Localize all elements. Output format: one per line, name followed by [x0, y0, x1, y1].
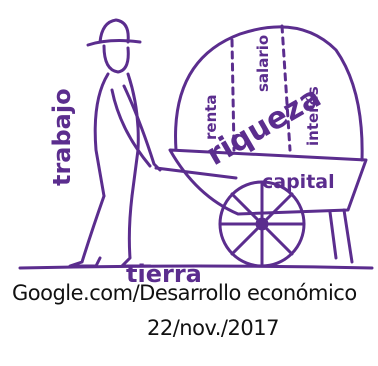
wheelbarrow-handle [154, 166, 238, 180]
farmer-arm [122, 84, 162, 172]
wheelbarrow-tub [168, 148, 368, 216]
ground-line [18, 264, 374, 270]
farmer-legs [68, 194, 152, 268]
label-interest: interés [304, 86, 322, 146]
label-capital: capital [262, 171, 335, 193]
label-work: trabajo [48, 88, 76, 186]
source-caption: Google.com/Desarrollo económico [12, 281, 357, 305]
load-divider [230, 24, 292, 152]
farmer-body [93, 72, 140, 198]
label-rent: renta [202, 94, 220, 140]
farmer-hat [86, 18, 142, 47]
wheelbarrow-illustration: trabajo tierra riqueza capital renta sal… [18, 18, 374, 288]
farmer-arm-back [110, 88, 152, 168]
farmer-head [102, 44, 130, 74]
label-land: tierra [126, 260, 202, 288]
date-caption: 22/nov./2017 [147, 316, 279, 340]
wheel-hub [255, 217, 269, 231]
label-salary: salario [254, 35, 272, 92]
wheelbarrow-leg [328, 208, 354, 264]
wealth-load [174, 25, 364, 162]
